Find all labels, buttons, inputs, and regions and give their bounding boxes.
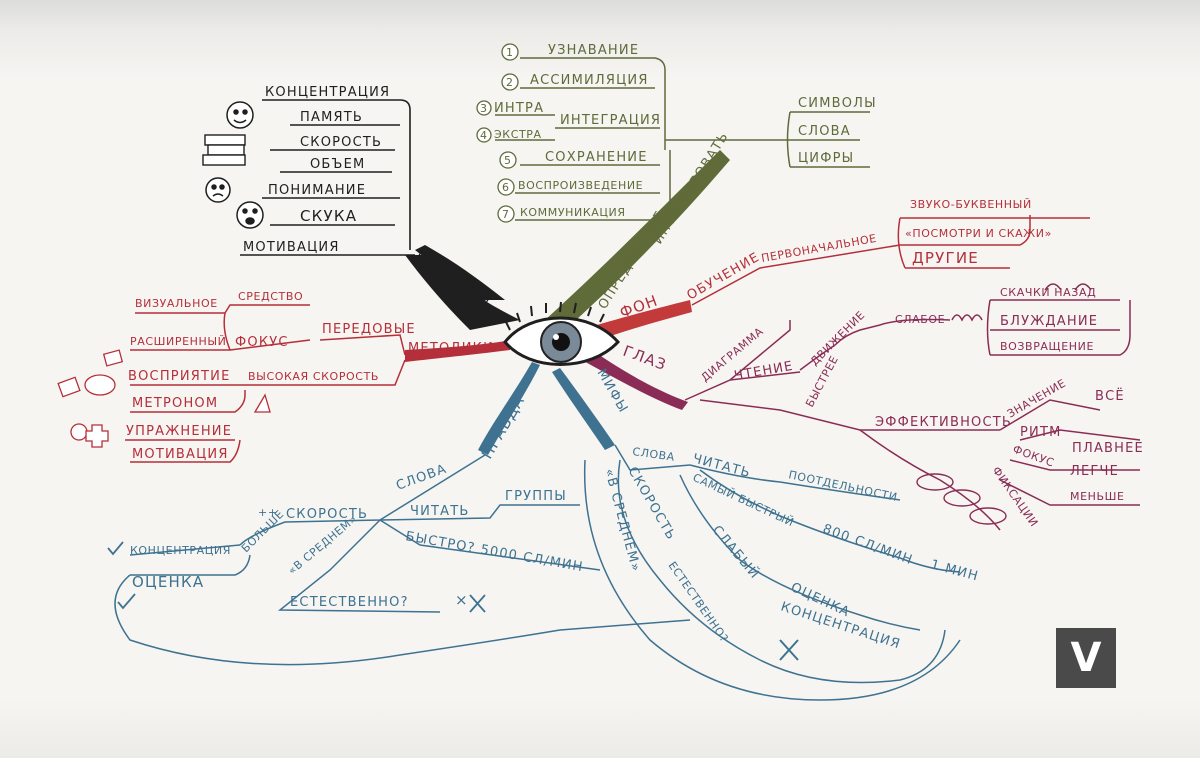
label-myths-rate: 800 СЛ/МИН — [821, 522, 915, 569]
label-initial: ПЕРВОНАЧАЛЬНОЕ — [760, 232, 878, 265]
label-efficiency: ЭФФЕКТИВНОСТЬ — [875, 415, 1012, 430]
step-communication: КОММУНИКАЦИЯ — [520, 206, 626, 219]
methods-doodles — [57, 349, 271, 448]
label-truth-fast: БЫСТРО? 5000 СЛ/МИН — [404, 529, 584, 575]
eye-icon — [503, 301, 621, 366]
label-myths-one-min: 1 МИН — [929, 557, 980, 584]
step-extra: ЭКСТРА — [494, 128, 542, 141]
center-label-eye: ГЛАЗ — [621, 342, 670, 374]
label-perception: ВОСПРИЯТИЕ — [128, 369, 230, 384]
step-assimilation: АССИМИЛЯЦИЯ — [530, 73, 649, 88]
truth-group — [114, 454, 691, 666]
label-integrate: ИНТЕГРИРОВАТЬ — [651, 129, 732, 247]
problem-volume: ОБЪЕМ — [310, 157, 365, 172]
branch-definition — [545, 150, 730, 330]
label-learning: ОБУЧЕНИЕ — [685, 250, 763, 304]
label-myths-natural: ЕСТЕСТВЕННО? — [666, 559, 731, 645]
learning-look-say: «ПОСМОТРИ И СКАЖИ» — [905, 227, 1052, 240]
label-truth-read: ЧИТАТЬ — [410, 504, 470, 519]
step-number-1: 1 — [506, 46, 513, 59]
chapter-badge: V — [1056, 628, 1116, 688]
step-retention: СОХРАНЕНИЕ — [545, 150, 648, 165]
label-extended: РАСШИРЕННЫЙ — [130, 335, 227, 348]
label-advanced: ПЕРЕДОВЫЕ — [322, 322, 416, 337]
step-intra: ИНТРА — [494, 101, 544, 116]
branch-eye — [578, 345, 688, 410]
check-mark-icons — [107, 541, 486, 613]
label-easier: ЛЕГЧЕ — [1070, 464, 1119, 479]
label-truth-assessment: ОЦЕНКА — [132, 573, 204, 591]
center-label-methods: МЕТОДИКИ — [408, 341, 494, 356]
learning-others: ДРУГИЕ — [912, 249, 979, 267]
step-recognition: УЗНАВАНИЕ — [548, 43, 639, 58]
center-label-definition: ОПРЕДЕЛЕНИЕ — [596, 208, 669, 312]
methods-group — [125, 304, 406, 463]
myths-group — [583, 444, 961, 701]
step-number-3: 3 — [480, 102, 487, 115]
label-exercise: УПРАЖНЕНИЕ — [126, 424, 232, 439]
problem-understanding: ПОНИМАНИЕ — [268, 183, 366, 198]
label-metronome: МЕТРОНОМ — [132, 396, 218, 411]
symbol-digits: ЦИФРЫ — [798, 151, 854, 166]
label-all: ВСЁ — [1095, 388, 1125, 404]
cross-mark-icon — [779, 639, 799, 661]
label-myths-weak: СЛАБЫЙ — [709, 522, 763, 582]
learning-group — [691, 215, 1090, 306]
sad-face-icon — [205, 177, 231, 203]
step-number-icons — [476, 43, 519, 223]
branch-problems-base — [405, 255, 520, 330]
label-focus-methods: ФОКУС — [235, 335, 289, 350]
label-meaning: ЗНАЧЕНИЕ — [1005, 377, 1068, 421]
cartoon-face-icon — [226, 101, 254, 129]
symbol-symbols: СИМВОЛЫ — [798, 96, 877, 111]
label-truth-plus: ++ — [258, 506, 278, 519]
label-truth-natural: ЕСТЕСТВЕННО? — [290, 595, 409, 610]
problems-group — [240, 99, 415, 256]
label-rhythm: РИТМ — [1020, 425, 1062, 440]
label-truth-words: СЛОВА — [394, 462, 449, 494]
label-motivation-methods: МОТИВАЦИЯ — [132, 447, 229, 462]
learning-phonics: ЗВУКО-БУКВЕННЫЙ — [910, 198, 1032, 211]
yawning-face-icon — [236, 201, 264, 229]
weak-regression: ВОЗВРАЩЕНИЕ — [1000, 340, 1094, 353]
problem-motivation: МОТИВАЦИЯ — [243, 240, 340, 255]
weak-skip-back: СКАЧКИ НАЗАД — [1000, 286, 1096, 299]
center-label-truth: ПРАВДА — [478, 392, 529, 462]
step-number-4: 4 — [480, 129, 487, 142]
eye-jump-icons — [916, 283, 1092, 525]
step-number-6: 6 — [502, 181, 509, 194]
problem-boredom: СКУКА — [300, 207, 357, 225]
definition-group — [495, 57, 870, 221]
step-reproduction: ВОСПРОИЗВЕДЕНИЕ — [518, 179, 643, 192]
weak-wandering: БЛУЖДАНИЕ — [1000, 314, 1098, 329]
label-smoother: ПЛАВНЕЕ — [1072, 441, 1144, 456]
label-reading: ЧТЕНИЕ — [733, 359, 795, 384]
books-stack-icon — [202, 134, 246, 166]
symbol-words: СЛОВА — [798, 124, 851, 139]
label-visual: ВИЗУАЛЬНОЕ — [135, 297, 218, 310]
branch-truth — [478, 362, 540, 455]
label-truth-speed: СКОРОСТЬ — [286, 507, 368, 522]
label-less: МЕНЬШЕ — [1070, 490, 1125, 503]
label-means: СРЕДСТВО — [238, 290, 303, 303]
problem-concentration: КОНЦЕНТРАЦИЯ — [265, 85, 390, 100]
label-truth-groups: ГРУППЫ — [505, 489, 567, 504]
step-number-7: 7 — [502, 208, 509, 221]
branch-problems — [415, 245, 505, 300]
label-high-speed: ВЫСОКАЯ СКОРОСТЬ — [248, 370, 379, 383]
step-number-5: 5 — [504, 154, 511, 167]
eye-branch-group — [684, 299, 1141, 531]
problem-memory: ПАМЯТЬ — [300, 110, 363, 125]
branch-myths — [552, 368, 615, 450]
problem-speed: СКОРОСТЬ — [300, 135, 382, 150]
label-weak: СЛАБОЕ — [895, 313, 945, 326]
label-truth-concentration: КОНЦЕНТРАЦИЯ — [130, 544, 231, 557]
label-truth-x: × — [455, 591, 469, 609]
step-number-2: 2 — [506, 76, 513, 89]
branch-methods — [405, 340, 512, 362]
step-integration: ИНТЕГРАЦИЯ — [560, 113, 661, 128]
label-myths-words: СЛОВА — [632, 445, 676, 464]
